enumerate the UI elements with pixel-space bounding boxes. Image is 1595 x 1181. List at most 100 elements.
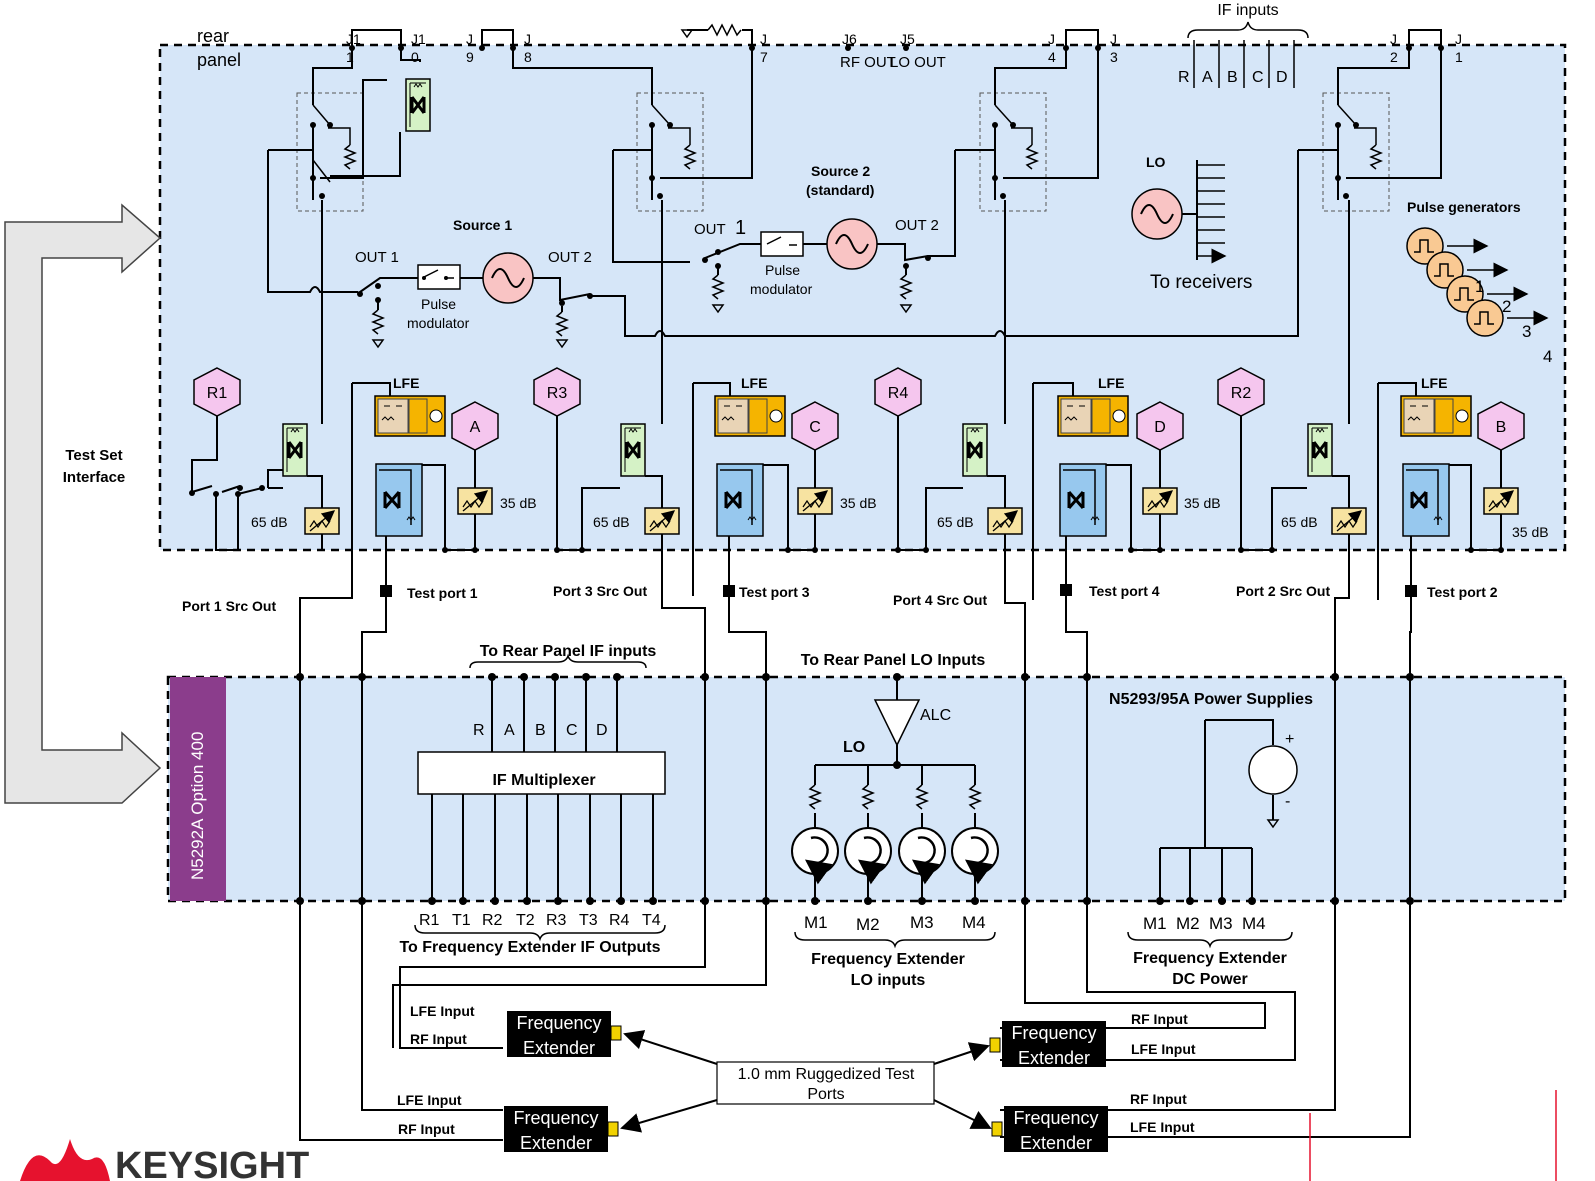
extender-bottom-left: Frequency Extender LFE Input RF Input (397, 1092, 619, 1153)
channel-port-2: R2 65 dB LFE B 35 dB (1217, 367, 1549, 553)
jumper-j8-bottom: 8 (524, 49, 532, 65)
if-multiplexer-group: To Rear Panel IF inputs R A B C D IF Mul… (399, 643, 666, 956)
to-rear-if-label: To Rear Panel IF inputs (480, 643, 657, 660)
svg-text:1.0 mm Ruggedized Test: 1.0 mm Ruggedized Test (738, 1066, 915, 1083)
extender-top-right: Frequency Extender RF Input LFE Input (989, 1011, 1196, 1068)
fe-dc-power-1: Frequency Extender (1133, 950, 1287, 967)
keysight-logo-text: KEYSIGHT (115, 1145, 309, 1181)
svg-text:B: B (1496, 419, 1507, 436)
lo-group: LO To receivers (1131, 154, 1252, 293)
source-2-pm-1: Pulse (765, 262, 800, 278)
power-supplies: N5293/95A Power Supplies + - M1 M2 M3 M4… (1109, 691, 1313, 988)
svg-text:R4: R4 (609, 912, 630, 929)
svg-text:Extender: Extender (523, 1038, 595, 1058)
atten-35db-c (798, 488, 832, 514)
jumper-j2-bottom: 2 (1390, 49, 1398, 65)
test-set-interface-label-1: Test Set (65, 447, 122, 464)
jumper-j9-bottom: 9 (466, 49, 474, 65)
jumper-j3-top: J (1110, 31, 1117, 47)
power-supplies-label: N5293/95A Power Supplies (1109, 691, 1313, 708)
if-inputs-label: IF inputs (1217, 2, 1278, 19)
lo-distribution: To Rear Panel LO Inputs ALC LO M1 M2 M3 … (792, 652, 998, 989)
atten-65db-port-3 (645, 508, 679, 534)
svg-text:T3: T3 (579, 912, 598, 929)
svg-text:M3: M3 (910, 913, 934, 932)
fe-dc-power-2: DC Power (1172, 971, 1248, 988)
alc-amplifier (873, 699, 921, 747)
svg-text:Frequency: Frequency (516, 1013, 601, 1033)
svg-text:T2: T2 (516, 912, 535, 929)
jumper-j10-top: J1 (411, 31, 426, 47)
jumper-j2-top: J (1390, 31, 1397, 47)
coupler-port-3 (619, 422, 647, 478)
source-2-out2: OUT 2 (895, 217, 939, 234)
jumper-j7-top: J (760, 31, 767, 47)
mux-b: B (535, 722, 546, 739)
source-1-pm-2: modulator (407, 315, 470, 331)
svg-text:M3: M3 (1209, 914, 1233, 933)
port-2-src-out: Port 2 Src Out (1236, 583, 1330, 599)
lo-circulator-2 (845, 828, 891, 874)
coupler-port-4 (961, 422, 989, 478)
extender-top-left: Frequency Extender LFE Input RF Input (410, 1003, 622, 1058)
rear-if-c: C (1252, 69, 1264, 86)
svg-text:35 dB: 35 dB (1184, 495, 1221, 511)
svg-text:R1: R1 (207, 385, 228, 402)
option-400-label: N5292A Option 400 (188, 732, 207, 880)
svg-text:A: A (470, 419, 481, 436)
atten-65db-port-4 (988, 508, 1022, 534)
svg-text:D: D (1154, 419, 1166, 436)
svg-text:65 dB: 65 dB (593, 514, 630, 530)
atten-65db-port-1 (305, 508, 339, 534)
rear-panel-label-2: panel (197, 50, 241, 70)
svg-text:RF Input: RF Input (398, 1121, 455, 1137)
svg-text:LFE Input: LFE Input (1130, 1119, 1195, 1135)
rear-if-d: D (1276, 69, 1288, 86)
to-fe-if-label: To Frequency Extender IF Outputs (399, 939, 660, 956)
jumper-j11-bottom: 1 (346, 49, 354, 65)
rear-panel-test-set (158, 43, 1567, 552)
port-labels: Port 1 Src Out Port 3 Src Out Port 4 Src… (182, 583, 1498, 614)
svg-text:R2: R2 (482, 912, 503, 929)
test-set-interface-label-2: Interface (63, 469, 126, 486)
keysight-logo: KEYSIGHT (20, 1139, 309, 1181)
svg-text:M4: M4 (962, 913, 986, 932)
source-2-label-1: Source 2 (811, 163, 870, 179)
test-port-1: Test port 1 (407, 585, 478, 601)
svg-text:T4: T4 (642, 912, 661, 929)
jumper-j1-top: J (1455, 31, 1462, 47)
svg-text:R3: R3 (547, 385, 568, 402)
source-1-label: Source 1 (453, 217, 512, 233)
svg-text:R4: R4 (888, 385, 909, 402)
svg-text:LFE Input: LFE Input (410, 1003, 475, 1019)
svg-text:Extender: Extender (1018, 1048, 1090, 1068)
svg-text:LFE: LFE (393, 375, 419, 391)
source-2-group: Source 2 (standard) OUT 1 OUT 2 Pulse mo… (694, 163, 939, 313)
to-receivers-label: To receivers (1150, 272, 1252, 293)
test-set-interface-arrow (4, 203, 162, 804)
bcoupler-port-4 (1058, 462, 1108, 538)
if-multiplexer-box (417, 751, 666, 795)
if-inputs-brace (1187, 21, 1309, 39)
svg-text:65 dB: 65 dB (251, 514, 288, 530)
svg-text:35 dB: 35 dB (840, 495, 877, 511)
jumper-j6-top: J6 (842, 31, 857, 47)
svg-text:RF Input: RF Input (410, 1031, 467, 1047)
bcoupler-port-2 (1401, 462, 1451, 538)
mux-a: A (504, 722, 515, 739)
svg-text:LFE: LFE (1098, 375, 1124, 391)
svg-text:M1: M1 (1143, 914, 1167, 933)
svg-text:Extender: Extender (520, 1133, 592, 1153)
source-1-out1: OUT 1 (355, 249, 399, 266)
system-wiring (296, 383, 1414, 1141)
svg-text:Ports: Ports (807, 1086, 844, 1103)
svg-text:R1: R1 (419, 912, 440, 929)
to-rear-lo-label: To Rear Panel LO Inputs (801, 652, 986, 669)
pulse-gen-1: 1 (1475, 277, 1484, 296)
top-wiring (267, 23, 1444, 337)
rear-panel-label-1: rear (197, 26, 229, 46)
atten-35db-b (1484, 488, 1518, 514)
source-2-out1: OUT (694, 221, 726, 238)
lo-circulator-3 (899, 828, 945, 874)
lo-lower-label: LO (843, 739, 865, 756)
